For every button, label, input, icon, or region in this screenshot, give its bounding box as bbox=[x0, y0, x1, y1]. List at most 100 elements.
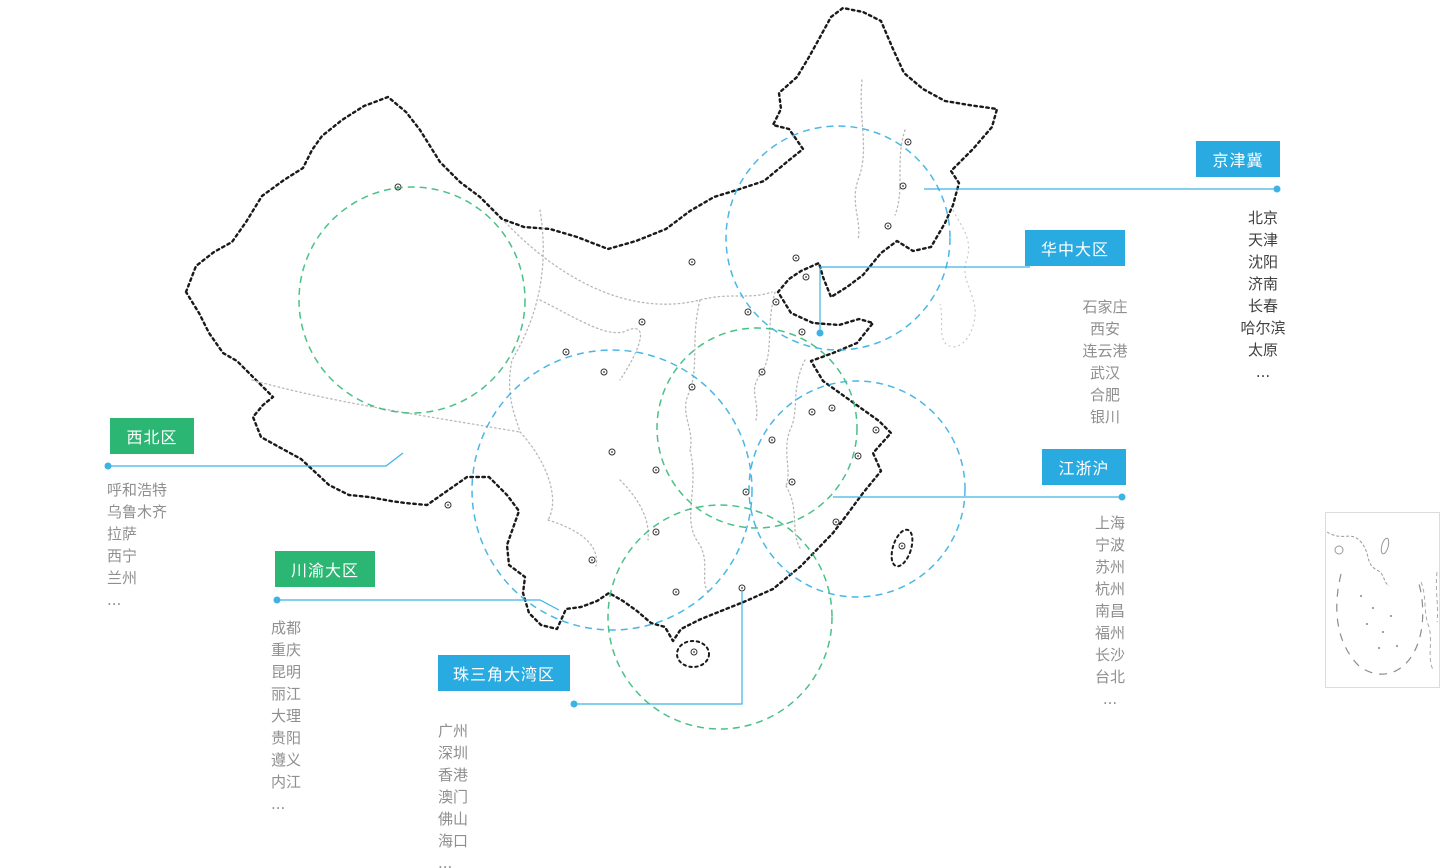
city-item: 西安 bbox=[1089, 320, 1120, 338]
region-tag-huazhong[interactable]: 华中大区 bbox=[1025, 230, 1125, 266]
region-tag-label: 西北区 bbox=[126, 428, 178, 447]
city-item: 大理 bbox=[271, 707, 302, 725]
region-tag-label: 珠三角大湾区 bbox=[452, 665, 555, 684]
region-circle-xibei bbox=[298, 186, 526, 414]
region-circle-zhusanjiao bbox=[607, 504, 833, 730]
region-tag-zhusanjiao[interactable]: 珠三角大湾区 bbox=[438, 655, 570, 691]
city-item: 台北 bbox=[1094, 668, 1125, 686]
city-item: 天津 bbox=[1247, 231, 1278, 249]
connector-xibei bbox=[104, 452, 404, 470]
city-item: 南昌 bbox=[1094, 602, 1125, 620]
connector-jiangzhehu bbox=[833, 493, 1126, 501]
inset-taiwan bbox=[1380, 537, 1390, 555]
city-item: 哈尔滨 bbox=[1240, 319, 1286, 337]
city-item: 长沙 bbox=[1094, 646, 1125, 664]
region-tag-xibei[interactable]: 西北区 bbox=[110, 418, 194, 454]
city-item: ... bbox=[107, 591, 122, 609]
city-item: 澳门 bbox=[438, 788, 469, 806]
city-list-huazhong: 石家庄西安连云港武汉合肥银川 bbox=[1045, 296, 1165, 428]
city-list-zhusanjiao: 广州深圳香港澳门佛山海口... bbox=[438, 720, 558, 868]
city-item: 北京 bbox=[1247, 209, 1278, 227]
city-item: 广州 bbox=[438, 722, 469, 740]
city-item: 连云港 bbox=[1082, 342, 1128, 360]
city-item: 重庆 bbox=[271, 641, 302, 659]
region-tag-label: 京津冀 bbox=[1212, 151, 1264, 170]
city-item: 福州 bbox=[1094, 624, 1125, 642]
city-item: 佛山 bbox=[438, 810, 469, 828]
china-outline bbox=[184, 6, 999, 668]
connector-line bbox=[574, 592, 743, 705]
capital-markers bbox=[394, 138, 912, 656]
city-item: 成都 bbox=[271, 619, 302, 637]
city-item: 丽江 bbox=[271, 685, 302, 703]
province-borders bbox=[251, 79, 906, 593]
city-item: 合肥 bbox=[1089, 386, 1120, 404]
city-item: 乌鲁木齐 bbox=[107, 503, 168, 521]
city-item: 海口 bbox=[438, 832, 469, 850]
city-item: 杭州 bbox=[1094, 580, 1125, 598]
connector-jingjinji bbox=[924, 185, 1281, 193]
city-item: 上海 bbox=[1094, 514, 1125, 532]
connector-zhusanjiao bbox=[570, 592, 743, 708]
south-china-sea-inset bbox=[1325, 512, 1440, 688]
city-item: 昆明 bbox=[271, 663, 302, 681]
connector-line bbox=[819, 266, 1030, 332]
city-item: 拉萨 bbox=[107, 525, 138, 543]
connector-dot bbox=[816, 329, 824, 337]
city-list-xibei: 呼和浩特乌鲁木齐拉萨西宁兰州... bbox=[107, 479, 227, 611]
region-tag-label: 江浙沪 bbox=[1058, 459, 1110, 478]
region-tag-jingjinji[interactable]: 京津冀 bbox=[1196, 141, 1280, 177]
region-circle-chuanyu bbox=[471, 349, 753, 631]
city-item: 宁波 bbox=[1094, 536, 1125, 554]
city-item: 石家庄 bbox=[1082, 298, 1128, 316]
connector-line bbox=[108, 452, 404, 467]
city-item: 贵阳 bbox=[271, 729, 302, 747]
hainan-island bbox=[676, 640, 710, 668]
city-item: 沈阳 bbox=[1247, 253, 1278, 271]
city-item: 呼和浩特 bbox=[107, 481, 168, 499]
connector-line bbox=[277, 599, 560, 611]
taiwan-island bbox=[890, 528, 914, 568]
city-item: 遵义 bbox=[271, 751, 302, 769]
connector-dot bbox=[1273, 185, 1281, 193]
inset-philippines bbox=[1420, 571, 1439, 671]
city-item: 济南 bbox=[1247, 275, 1278, 293]
city-item: 兰州 bbox=[107, 569, 138, 587]
city-item: ... bbox=[1255, 363, 1271, 381]
inset-hainan bbox=[1334, 545, 1344, 555]
city-item: ... bbox=[438, 854, 453, 868]
connector-dot bbox=[273, 596, 281, 604]
city-item: ... bbox=[271, 795, 286, 813]
city-list-chuanyu: 成都重庆昆明丽江大理贵阳遵义内江... bbox=[271, 617, 381, 815]
connector-dot bbox=[104, 462, 112, 470]
city-item: 深圳 bbox=[438, 744, 469, 762]
china-mainland-border bbox=[184, 6, 999, 643]
region-circle-jiangzhehu bbox=[748, 380, 966, 598]
connector-chuanyu bbox=[273, 596, 560, 611]
city-list-jiangzhehu: 上海宁波苏州杭州南昌福州长沙台北... bbox=[1050, 512, 1170, 710]
city-item: 长春 bbox=[1247, 297, 1278, 315]
city-item: ... bbox=[1102, 690, 1118, 708]
city-list-jingjinji: 北京天津沈阳济南长春哈尔滨太原... bbox=[1199, 207, 1327, 383]
connector-dot bbox=[1118, 493, 1126, 501]
region-tag-jiangzhehu[interactable]: 江浙沪 bbox=[1042, 449, 1126, 485]
region-tag-chuanyu[interactable]: 川渝大区 bbox=[275, 551, 375, 587]
city-item: 苏州 bbox=[1094, 558, 1125, 576]
city-item: 西宁 bbox=[107, 547, 138, 565]
city-item: 武汉 bbox=[1089, 364, 1120, 382]
city-item: 内江 bbox=[271, 773, 302, 791]
connector-huazhong bbox=[816, 266, 1030, 337]
region-circle-huazhong bbox=[656, 327, 858, 529]
city-item: 银川 bbox=[1089, 408, 1120, 426]
city-item: 太原 bbox=[1247, 341, 1278, 359]
inset-islands bbox=[1359, 594, 1399, 650]
region-tag-label: 华中大区 bbox=[1040, 240, 1109, 259]
inset-nine-dash-line bbox=[1336, 573, 1424, 675]
connector-dot bbox=[570, 700, 578, 708]
inset-coastline bbox=[1326, 531, 1390, 587]
korea-outline-faint bbox=[939, 209, 976, 348]
region-tag-label: 川渝大区 bbox=[290, 561, 359, 580]
region-circle-jingjinji bbox=[725, 125, 951, 351]
